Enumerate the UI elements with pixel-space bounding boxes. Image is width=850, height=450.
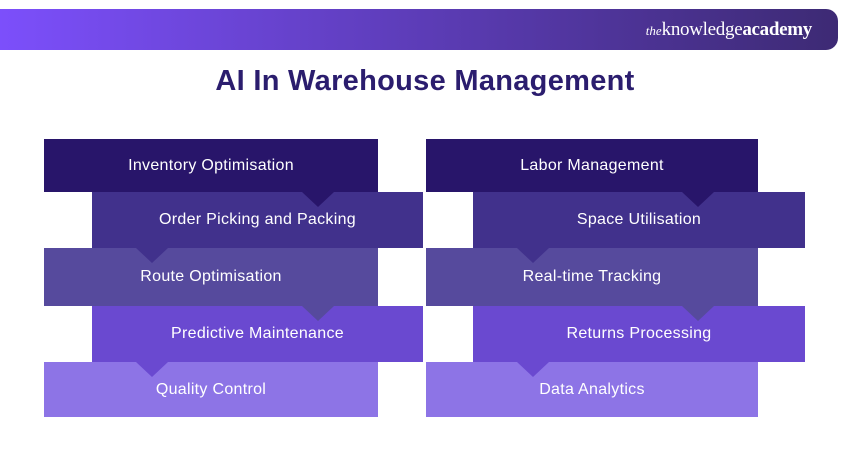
step-data-analytics: Data Analytics	[426, 362, 758, 417]
knowledge-academy-logo: theknowledgeacademy	[645, 19, 813, 40]
page-title: AI In Warehouse Management	[215, 65, 635, 97]
step-label: Space Utilisation	[576, 211, 702, 228]
step-label: Real-time Tracking	[522, 268, 662, 285]
step-inventory-optimisation: Inventory Optimisation	[44, 139, 378, 207]
step-real-time-tracking: Real-time Tracking	[426, 248, 758, 321]
logo-the: the	[645, 23, 662, 38]
step-label: Quality Control	[155, 380, 267, 398]
logo-academy: academy	[742, 19, 812, 40]
step-predictive-maintenance: Predictive Maintenance	[92, 306, 423, 377]
step-label: Inventory Optimisation	[128, 156, 294, 174]
step-label: Labor Management	[520, 156, 664, 174]
step-label: Data Analytics	[539, 380, 645, 398]
step-label: Order Picking and Packing	[159, 211, 356, 228]
step-quality-control: Quality Control	[44, 362, 378, 417]
step-order-picking-and-packing: Order Picking and Packing	[92, 192, 423, 263]
step-route-optimisation: Route Optimisation	[44, 248, 378, 321]
step-label: Returns Processing	[566, 325, 712, 342]
logo-knowledge: knowledge	[661, 19, 743, 40]
step-label: Route Optimisation	[140, 268, 282, 285]
step-labor-management: Labor Management	[426, 139, 758, 207]
header-bar: theknowledgeacademy	[0, 9, 838, 50]
step-space-utilisation: Space Utilisation	[473, 192, 805, 263]
step-label: Predictive Maintenance	[171, 325, 344, 342]
step-returns-processing: Returns Processing	[473, 306, 805, 377]
